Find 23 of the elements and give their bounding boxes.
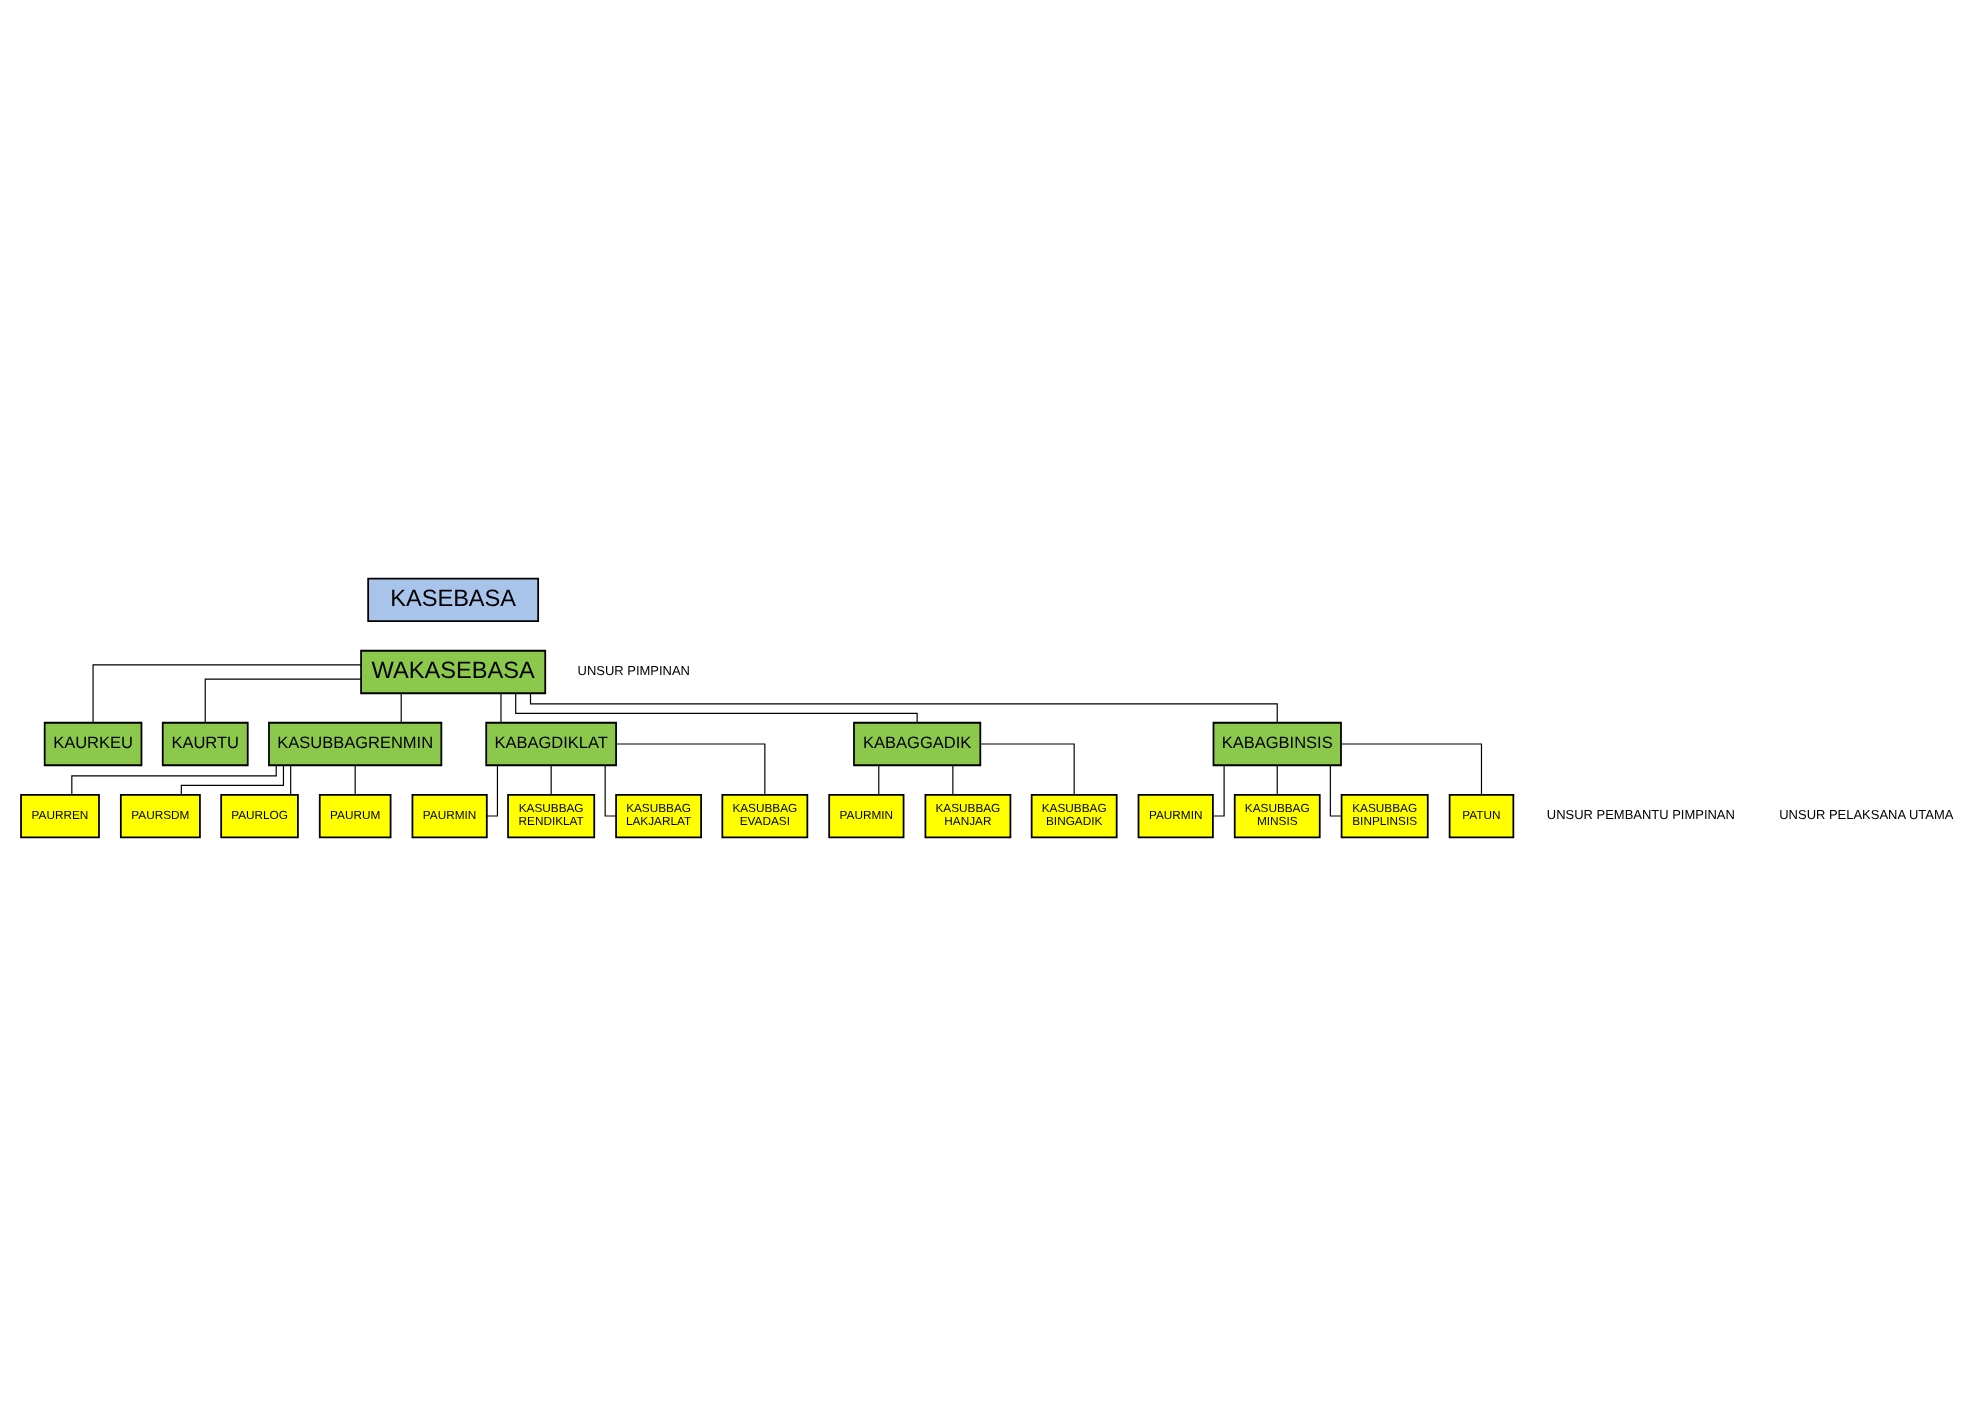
connector xyxy=(180,764,285,795)
connector xyxy=(92,663,362,722)
connector xyxy=(604,764,617,816)
connector xyxy=(290,764,292,794)
connector xyxy=(204,677,362,723)
connector xyxy=(71,763,277,795)
connector xyxy=(550,764,552,794)
connector xyxy=(1276,764,1278,794)
node-box: KASEBASA xyxy=(367,576,540,622)
connector xyxy=(1212,764,1225,816)
connector xyxy=(952,764,954,794)
connector xyxy=(400,692,402,722)
connector xyxy=(1340,742,1483,794)
connector xyxy=(615,742,766,794)
connector xyxy=(515,692,918,723)
connector xyxy=(529,691,1278,723)
connector xyxy=(500,692,502,722)
connector xyxy=(354,764,356,794)
connector xyxy=(878,764,880,794)
connector xyxy=(486,764,499,816)
connector xyxy=(1329,764,1342,816)
connector xyxy=(979,742,1075,794)
node-box: WAKASEBASA xyxy=(360,648,547,694)
